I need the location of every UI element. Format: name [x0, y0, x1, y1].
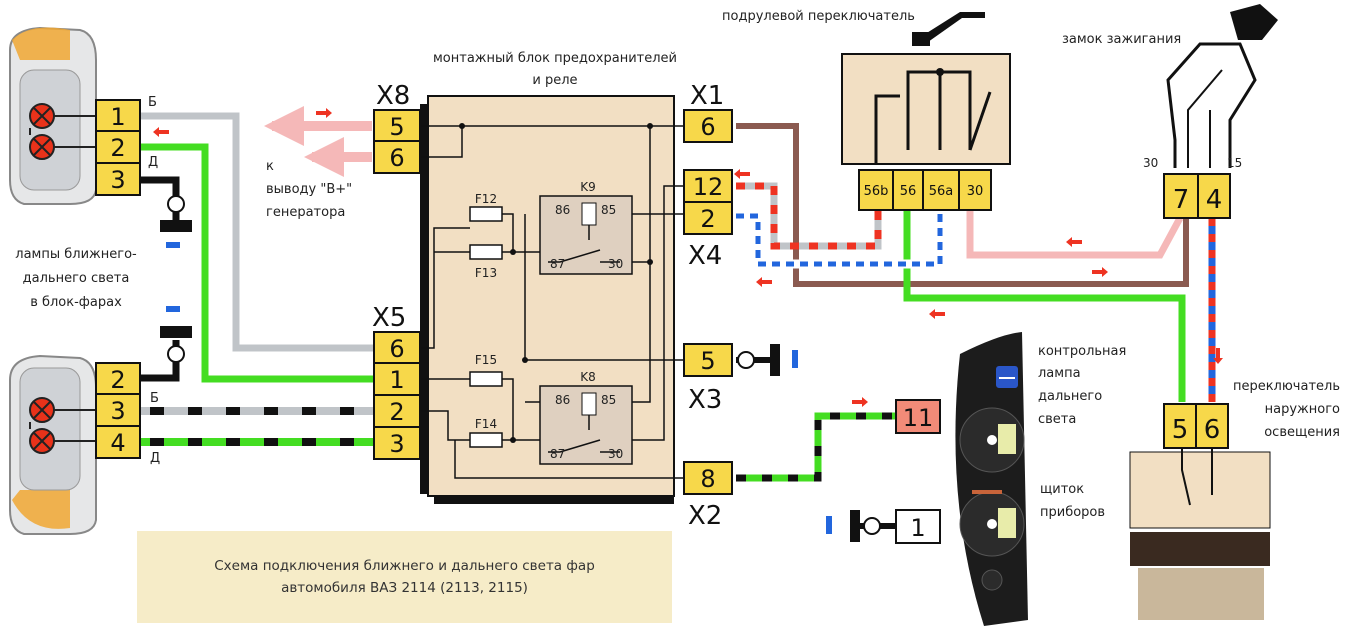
x5-pin-1: 1: [389, 366, 404, 394]
cluster-pins: [895, 399, 941, 544]
relay-k8-label: K8: [580, 370, 596, 384]
cluster-pin-11: 11: [903, 404, 934, 432]
fuse-f13-label: F13: [475, 266, 497, 280]
relay-k9-30: 30: [608, 257, 623, 271]
headlight1-connector: 1 2 3: [95, 99, 141, 196]
wire-green-switch: [903, 210, 1186, 402]
headlight-1: [9, 26, 97, 205]
connector-x3: X3: [688, 385, 722, 415]
relay-k8-86: 86: [555, 393, 570, 407]
connector-x4: X4: [688, 241, 722, 271]
lamps-label-3: в блок-фарах: [30, 295, 122, 310]
diagram-caption: Схема подключения ближнего и дальнего св…: [137, 531, 672, 623]
wire-green-hl1: [140, 143, 374, 383]
x3-pin-5: 5: [700, 347, 715, 375]
cluster-pin-1: 1: [910, 514, 925, 542]
fuse-relay-block: [420, 95, 684, 504]
light-switch: [1129, 403, 1271, 620]
current-arrows: [153, 108, 1223, 407]
wire-mark-b2: Б: [150, 391, 159, 406]
ignition-lock: [1163, 4, 1278, 219]
lamps-label-2: дальнего света: [23, 271, 130, 286]
generator-label-1: к: [266, 159, 274, 174]
x8-pin-5: 5: [389, 113, 404, 141]
relay-k8-85: 85: [601, 393, 616, 407]
switch-pin-30: 30: [967, 184, 984, 199]
hl1-pin-3: 3: [110, 166, 125, 194]
ground-tab-hl2: [160, 326, 192, 338]
light-switch-label-2: наружного: [1265, 402, 1340, 417]
hl1-pin-1: 1: [110, 103, 125, 131]
hl2-pin-3: 3: [110, 397, 125, 425]
ground-tab-cluster: [850, 510, 860, 542]
connector-x2: X2: [688, 501, 722, 531]
hl1-pin-2: 2: [110, 134, 125, 162]
x5-pin-6: 6: [389, 335, 404, 363]
light-switch-label-1: переключатель: [1233, 379, 1340, 394]
fuse-f15-label: F15: [475, 353, 497, 367]
wire-pink: [966, 210, 1184, 259]
headlight-2: [9, 354, 97, 535]
wire-mark-b1: Б: [148, 95, 157, 110]
indicator-label-4: света: [1038, 412, 1076, 427]
x5-pin-3: 3: [389, 430, 404, 458]
ignition-pin-7: 7: [1173, 185, 1190, 215]
fuse-f12-label: F12: [475, 192, 497, 206]
x2-pin-8: 8: [700, 465, 715, 493]
connector-x1: X1: [690, 81, 724, 111]
relay-k9-label: K9: [580, 180, 596, 194]
ground-tab-x3: [770, 344, 780, 376]
wire-mark-d1: Д: [148, 155, 158, 170]
connector-x5: X5: [372, 303, 406, 333]
generator-label-3: генератора: [266, 205, 345, 220]
x5-pin-2: 2: [389, 398, 404, 426]
instrument-cluster: [955, 332, 1028, 626]
light-switch-pin-5: 5: [1172, 415, 1189, 445]
cluster-label-1: щиток: [1040, 482, 1084, 497]
ground-tab-hl1: [160, 220, 192, 232]
generator-label-2: выводу "В+": [266, 182, 352, 197]
minus-marks: [166, 242, 832, 534]
block-connector-pins: [373, 109, 733, 495]
fuse-f14-label: F14: [475, 417, 497, 431]
ignition-pin-4: 4: [1206, 185, 1223, 215]
cluster-label-2: приборов: [1040, 505, 1105, 520]
hl2-pin-2: 2: [110, 366, 125, 394]
light-switch-pin-6: 6: [1204, 415, 1221, 445]
ignition-lock-label: замок зажигания: [1062, 32, 1181, 47]
relay-k9-85: 85: [601, 203, 616, 217]
fuse-block-title-2: и реле: [532, 73, 577, 88]
relay-k8-30: 30: [608, 447, 623, 461]
caption-line-2: автомобиля ВАЗ 2114 (2113, 2115): [281, 580, 528, 596]
wire-brown: [736, 123, 1189, 287]
switch-pin-56a: 56a: [929, 184, 954, 199]
x1-pin-6: 6: [700, 113, 715, 141]
ignition-term-30: 30: [1143, 156, 1158, 170]
relay-k9-86: 86: [555, 203, 570, 217]
wire-mark-d2: Д: [150, 451, 160, 466]
hl2-pin-4: 4: [110, 429, 125, 457]
steering-switch: [841, 12, 1011, 211]
ignition-term-15: 15: [1227, 156, 1242, 170]
indicator-label-3: дальнего: [1038, 389, 1102, 404]
fuse-block-title-1: монтажный блок предохранителей: [433, 51, 677, 66]
connector-x8: X8: [376, 81, 410, 111]
relay-k8-87: 87: [550, 447, 565, 461]
switch-pin-56b: 56b: [864, 184, 889, 199]
lamps-label-1: лампы ближнего-: [15, 247, 137, 262]
steering-switch-label: подрулевой переключатель: [722, 9, 915, 24]
caption-line-1: Схема подключения ближнего и дальнего св…: [214, 558, 595, 574]
x4-pin-2: 2: [700, 205, 715, 233]
switch-pin-56: 56: [900, 184, 917, 199]
light-switch-label-3: освещения: [1264, 425, 1340, 440]
headlight2-connector: 2 3 4: [95, 362, 141, 459]
wire-grey-hl1: [140, 112, 374, 352]
x4-pin-12: 12: [693, 173, 724, 201]
indicator-label-2: лампа: [1038, 366, 1081, 381]
indicator-label-1: контрольная: [1038, 344, 1126, 359]
x8-pin-6: 6: [389, 144, 404, 172]
relay-k9-87: 87: [550, 257, 565, 271]
